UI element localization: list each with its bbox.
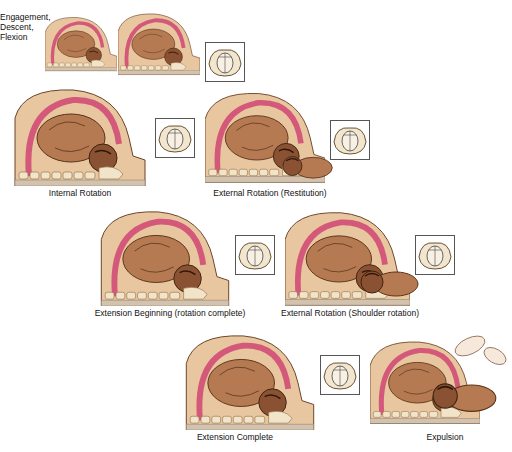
- stage-label: Internal Rotation: [20, 188, 140, 198]
- stage-label: Expulsion: [400, 432, 490, 442]
- stage-label: External Rotation (Shoulder rotation): [265, 308, 435, 318]
- stage-label: Extension Complete: [175, 432, 295, 442]
- stage-label: Engagement, Descent, Flexion: [0, 12, 48, 42]
- stage-label: Extension Beginning (rotation complete): [85, 308, 255, 318]
- stage-label: External Rotation (Restitution): [200, 188, 340, 198]
